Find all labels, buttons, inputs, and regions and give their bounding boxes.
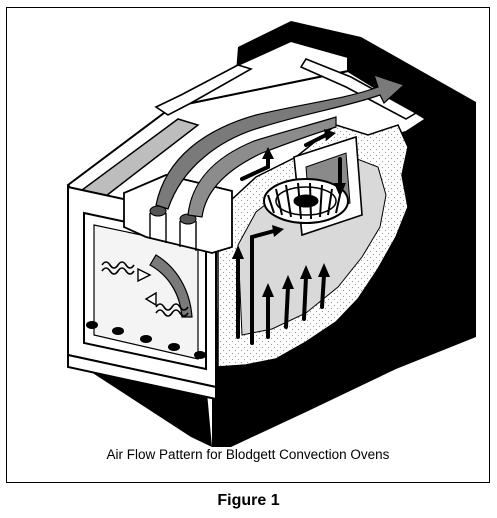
air-flow-arrow xyxy=(155,74,406,210)
blower-wheel xyxy=(263,178,349,224)
oven-airflow-illustration xyxy=(66,21,476,447)
flow-direction-marker xyxy=(137,267,152,283)
air-flow-arrow xyxy=(187,116,337,218)
heat-wave-symbols xyxy=(101,261,189,317)
figure-caption: Air Flow Pattern for Blodgett Convection… xyxy=(106,447,390,462)
oven-top-rail-right xyxy=(299,58,418,120)
air-flow-arrow xyxy=(149,254,193,318)
burner-jets xyxy=(86,321,206,359)
oven-top-rail xyxy=(154,64,254,116)
air-flow-ribbons xyxy=(149,74,406,318)
flow-direction-marker xyxy=(144,291,157,307)
convection-arrowheads xyxy=(232,129,346,297)
oven-base-edge xyxy=(67,353,217,401)
figure-label: Figure 1 xyxy=(217,492,280,509)
convection-arrows xyxy=(236,133,342,345)
